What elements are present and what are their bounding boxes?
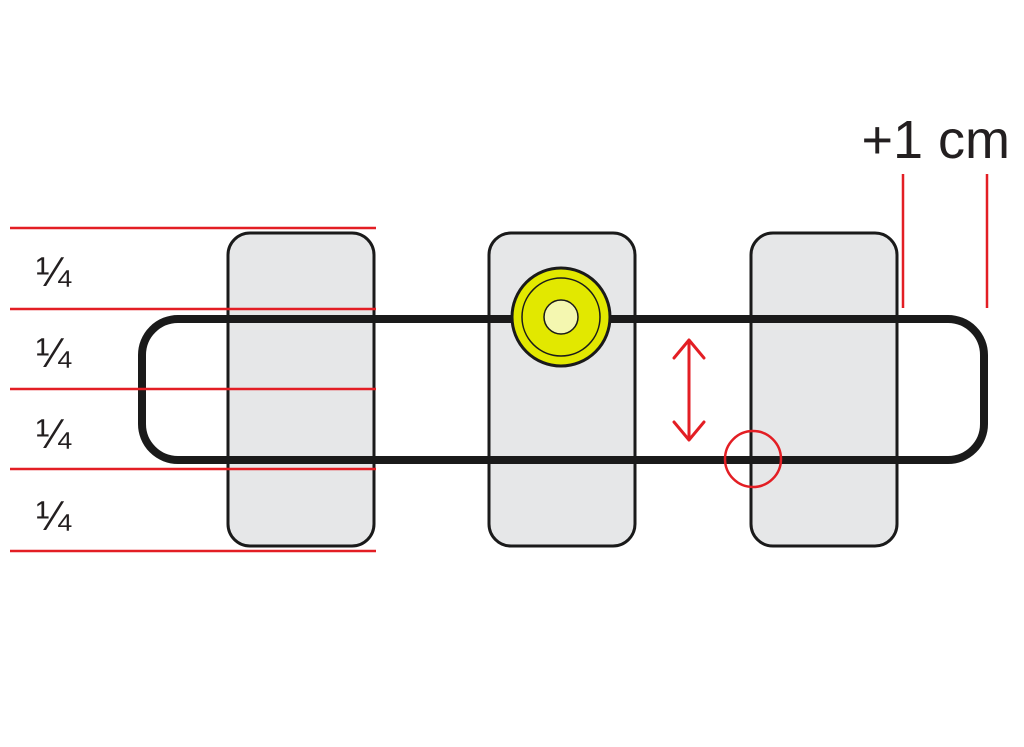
double-arrow-icon — [672, 338, 706, 442]
quarter-division-lines — [10, 226, 376, 553]
quarter-label-2: ¼ — [36, 329, 72, 376]
measurement-label: +1 cm — [861, 110, 1010, 170]
snap-button-icon — [510, 266, 612, 368]
quarter-label-1: ¼ — [36, 248, 72, 295]
extension-marker-lines — [901, 174, 989, 308]
quarter-label-3: ¼ — [36, 410, 72, 457]
highlight-circle-icon — [723, 429, 783, 489]
right-tab — [749, 231, 899, 548]
quarter-label-4: ¼ — [36, 492, 72, 539]
